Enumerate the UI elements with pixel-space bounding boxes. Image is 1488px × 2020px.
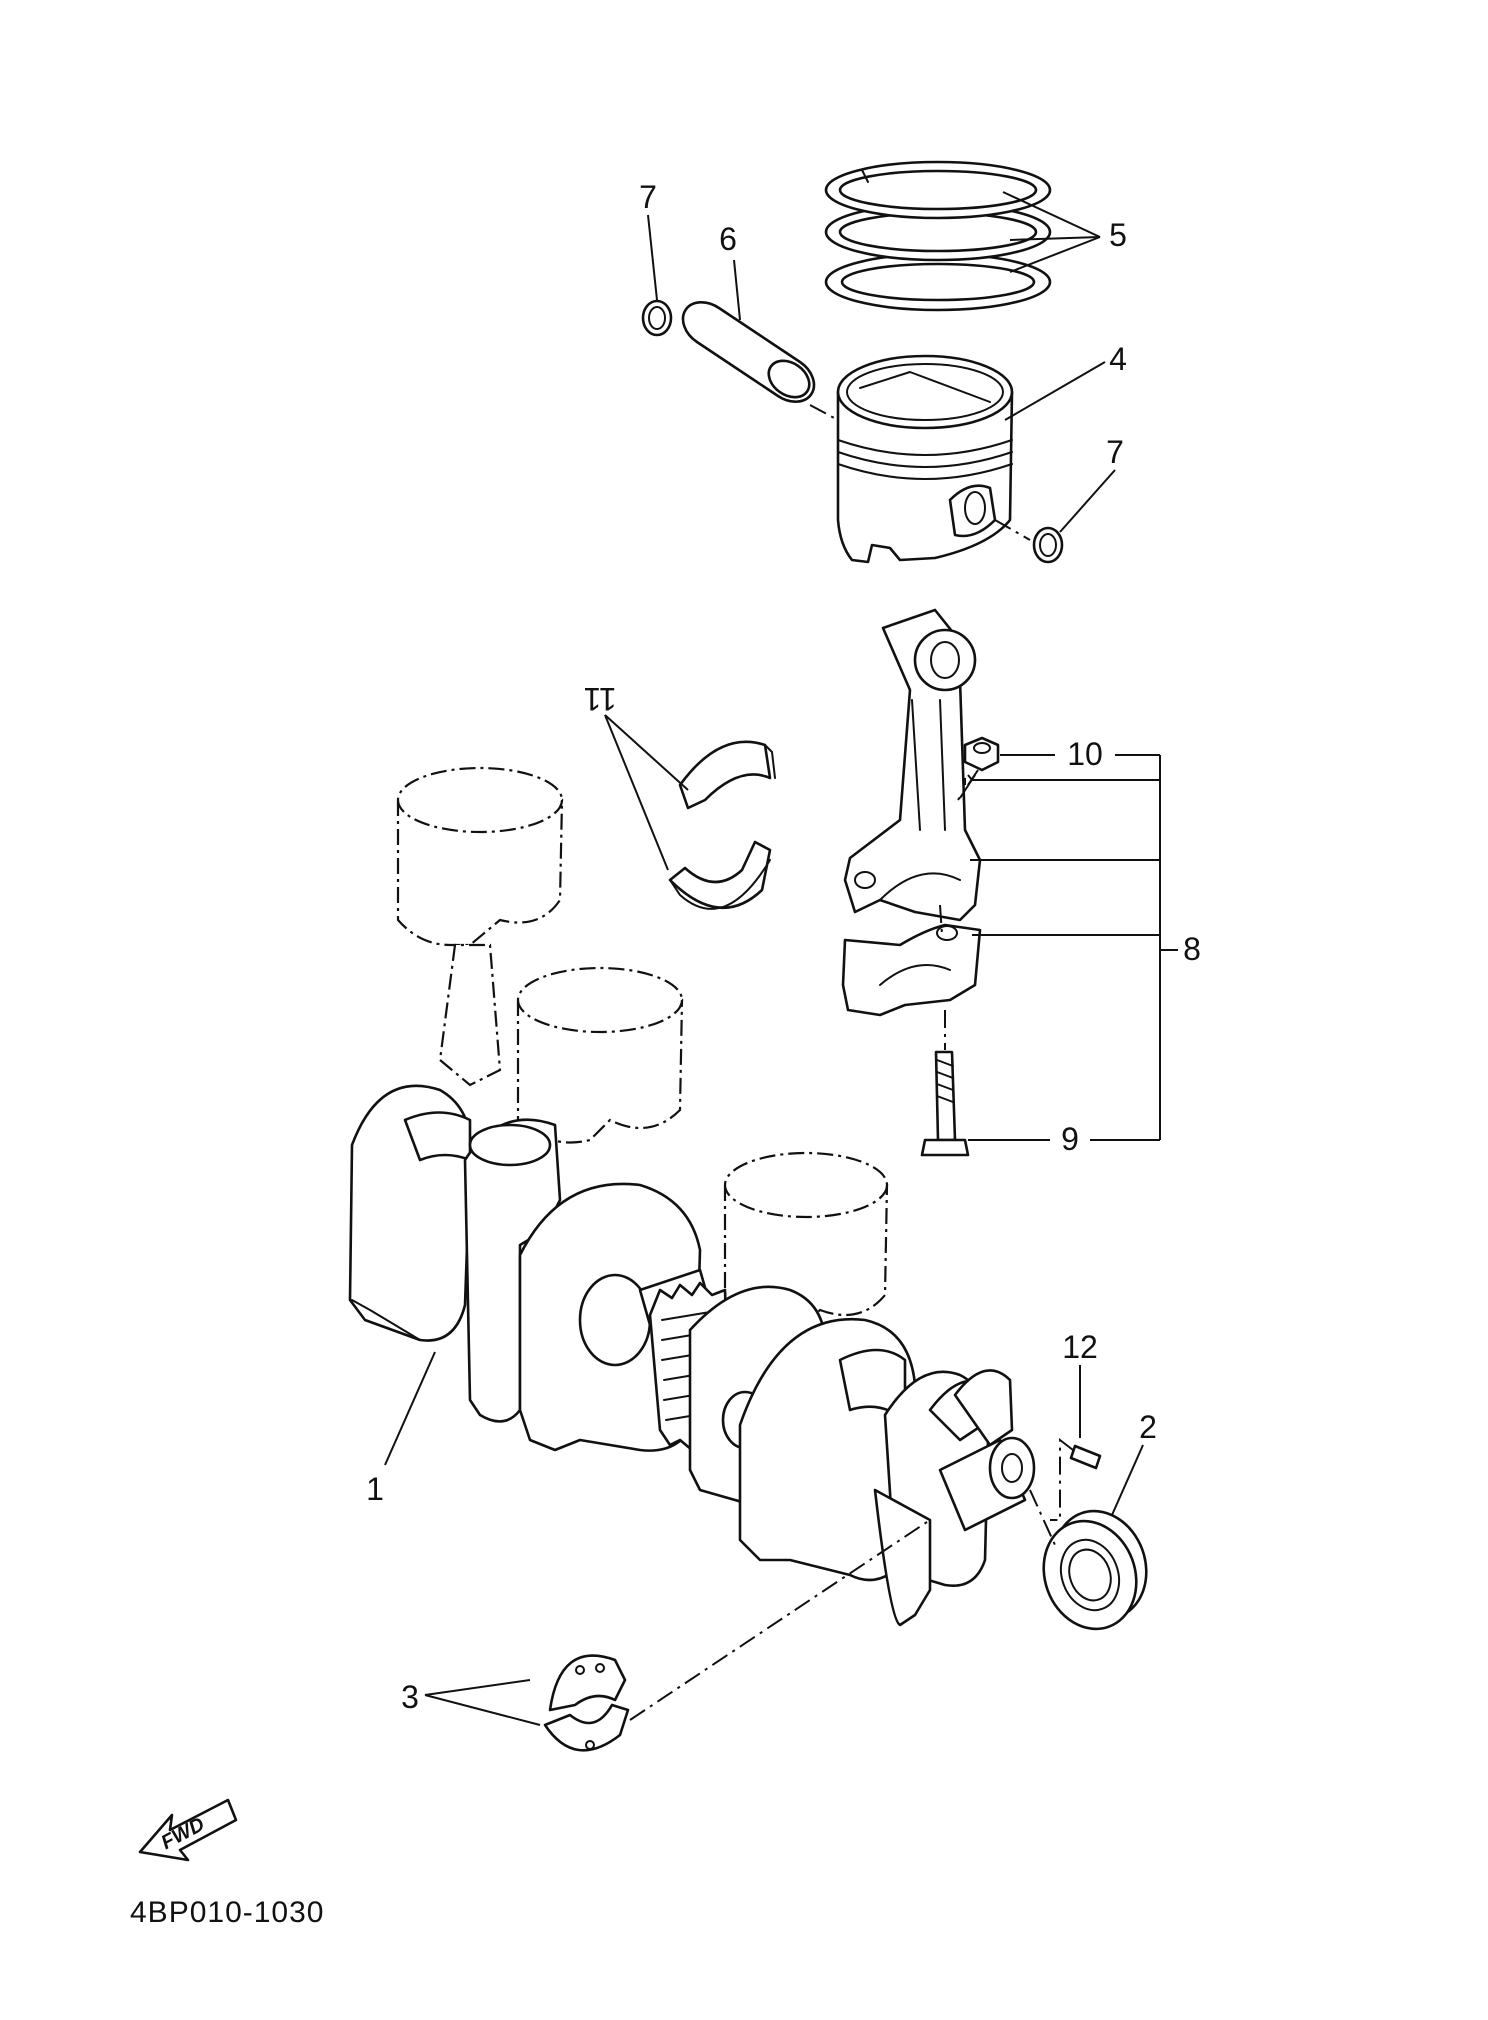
diagram-code: 4BP010-1030 [130,1896,325,1929]
callout-7-left: 7 [639,179,657,215]
callout-9: 9 [1061,1121,1079,1157]
crankshaft [348,1084,1036,1627]
callout-11: 11 [583,681,616,717]
callout-4: 4 [1109,341,1127,377]
conrod-bearing-upper [678,740,776,810]
connecting-rod [843,608,982,922]
callout-5: 5 [1109,217,1127,253]
piston-pin [681,301,816,403]
callout-10: 10 [1067,736,1103,772]
dowel-pin [1050,1437,1102,1521]
phantom-piston-1 [396,766,564,1087]
callout-12: 12 [1062,1329,1098,1365]
callout-6: 6 [719,221,737,257]
rod-cap [841,923,982,1017]
oil-seal [1042,1509,1148,1631]
conrod-bearing-lower [668,840,772,910]
piston [836,354,1014,564]
callout-7-right: 7 [1106,434,1124,470]
callout-3: 3 [401,1679,419,1715]
leader-lines [384,191,1178,1726]
rod-bolt [920,1010,970,1157]
callout-1: 1 [366,1471,384,1507]
fwd-arrow-icon: FWD [138,1798,238,1862]
main-bearings [543,1654,630,1752]
phantom-piston-2 [516,966,684,1144]
circlip-left [641,299,673,337]
circlip-right [1032,526,1064,564]
callout-2: 2 [1139,1409,1157,1445]
piston-rings [824,160,1052,312]
callout-8: 8 [1183,931,1201,967]
